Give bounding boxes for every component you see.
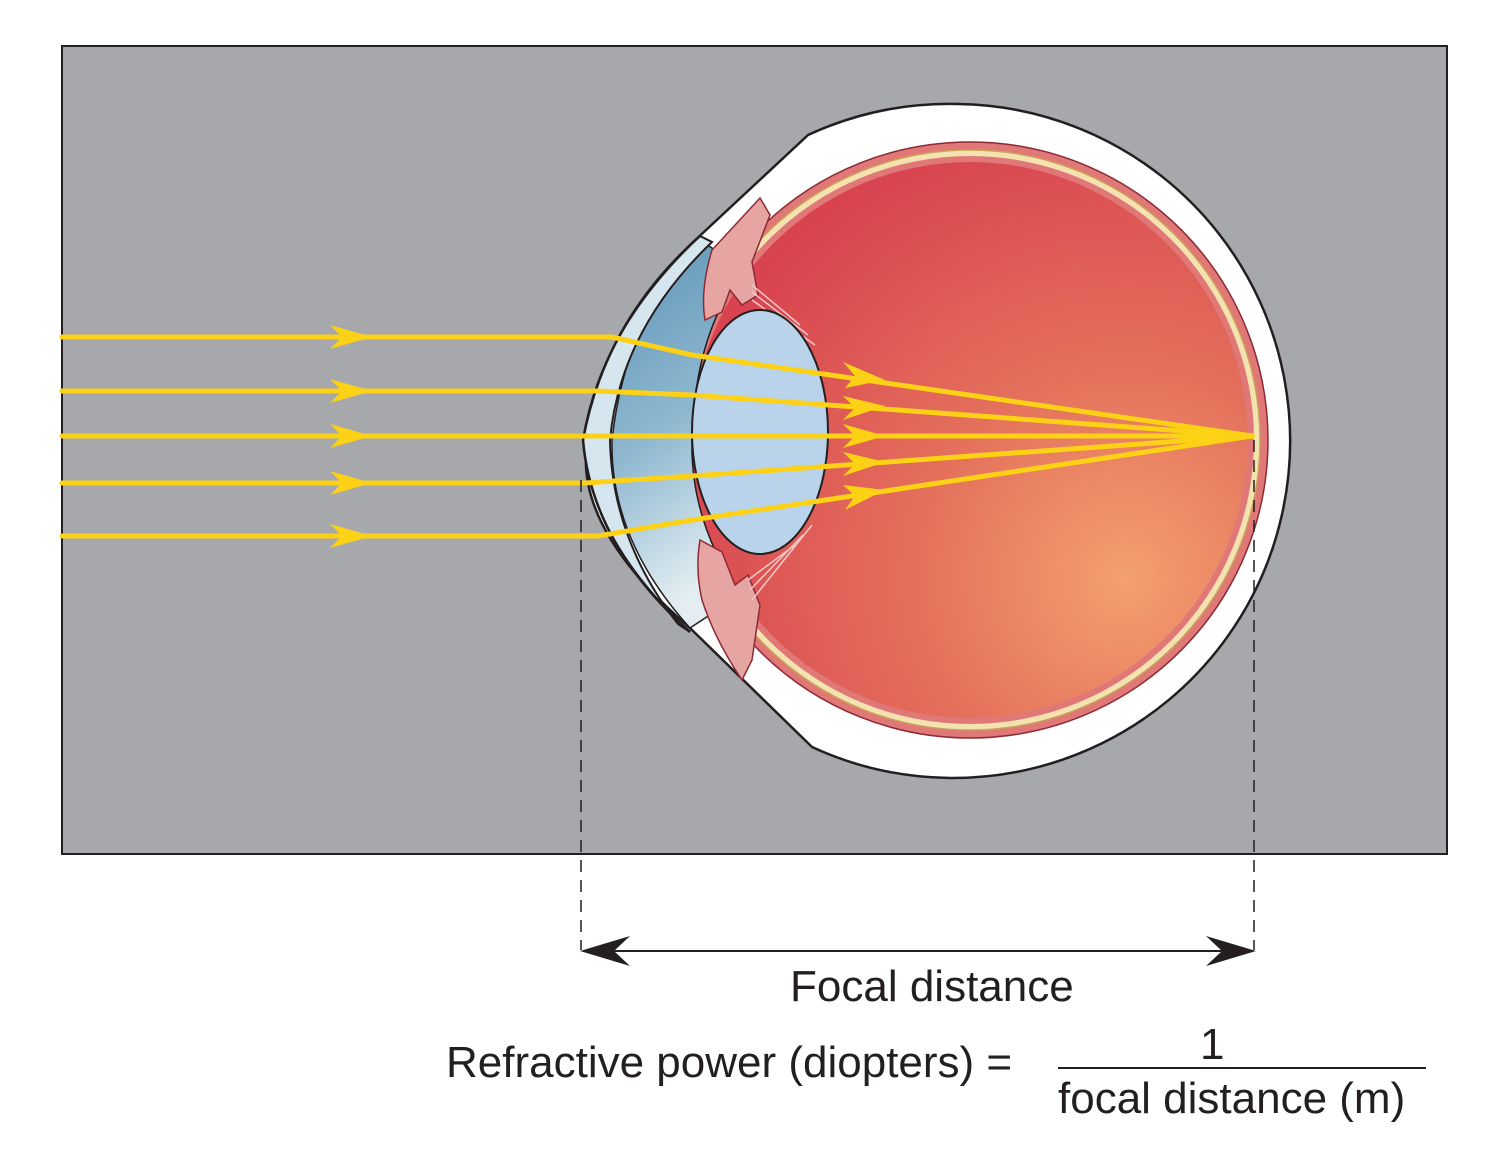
refracted-ray-4 [582,433,1255,486]
ciliary-body-upper [702,196,771,322]
formula-numerator: 1 [1200,1020,1225,1069]
light-rays [59,334,1255,539]
ray-arrowhead [843,362,885,388]
focal-distance-arrow [580,936,1256,966]
formula-left-side: Refractive power (diopters) = [446,1038,1013,1087]
ciliary-body-lower [697,538,761,682]
ray-arrowhead [330,424,372,448]
ray-arrowhead [843,452,885,476]
ray-arrowhead [843,485,885,510]
ray-arrowhead [330,471,372,495]
ray-arrowhead [330,379,372,403]
refracted-ray-5 [595,433,1255,539]
refracted-ray-2 [594,388,1255,439]
ray-arrowhead [843,424,885,448]
cornea-outline [581,235,701,633]
ray-arrowhead [843,396,885,420]
vitreous-body [692,162,1248,718]
ray-arrowheads [330,325,885,548]
ray-arrowhead [330,524,372,548]
formula-denominator: focal distance (m) [1058,1074,1406,1123]
focal-point [1249,433,1255,439]
ray-arrowhead [330,325,372,349]
focal-distance-label: Focal distance [790,962,1074,1011]
arrowhead-left [580,936,630,966]
fraction-bar [1058,1067,1426,1069]
arrowhead-right [1206,936,1256,966]
eyeball [581,102,1292,780]
refracted-ray-1 [609,334,1255,439]
